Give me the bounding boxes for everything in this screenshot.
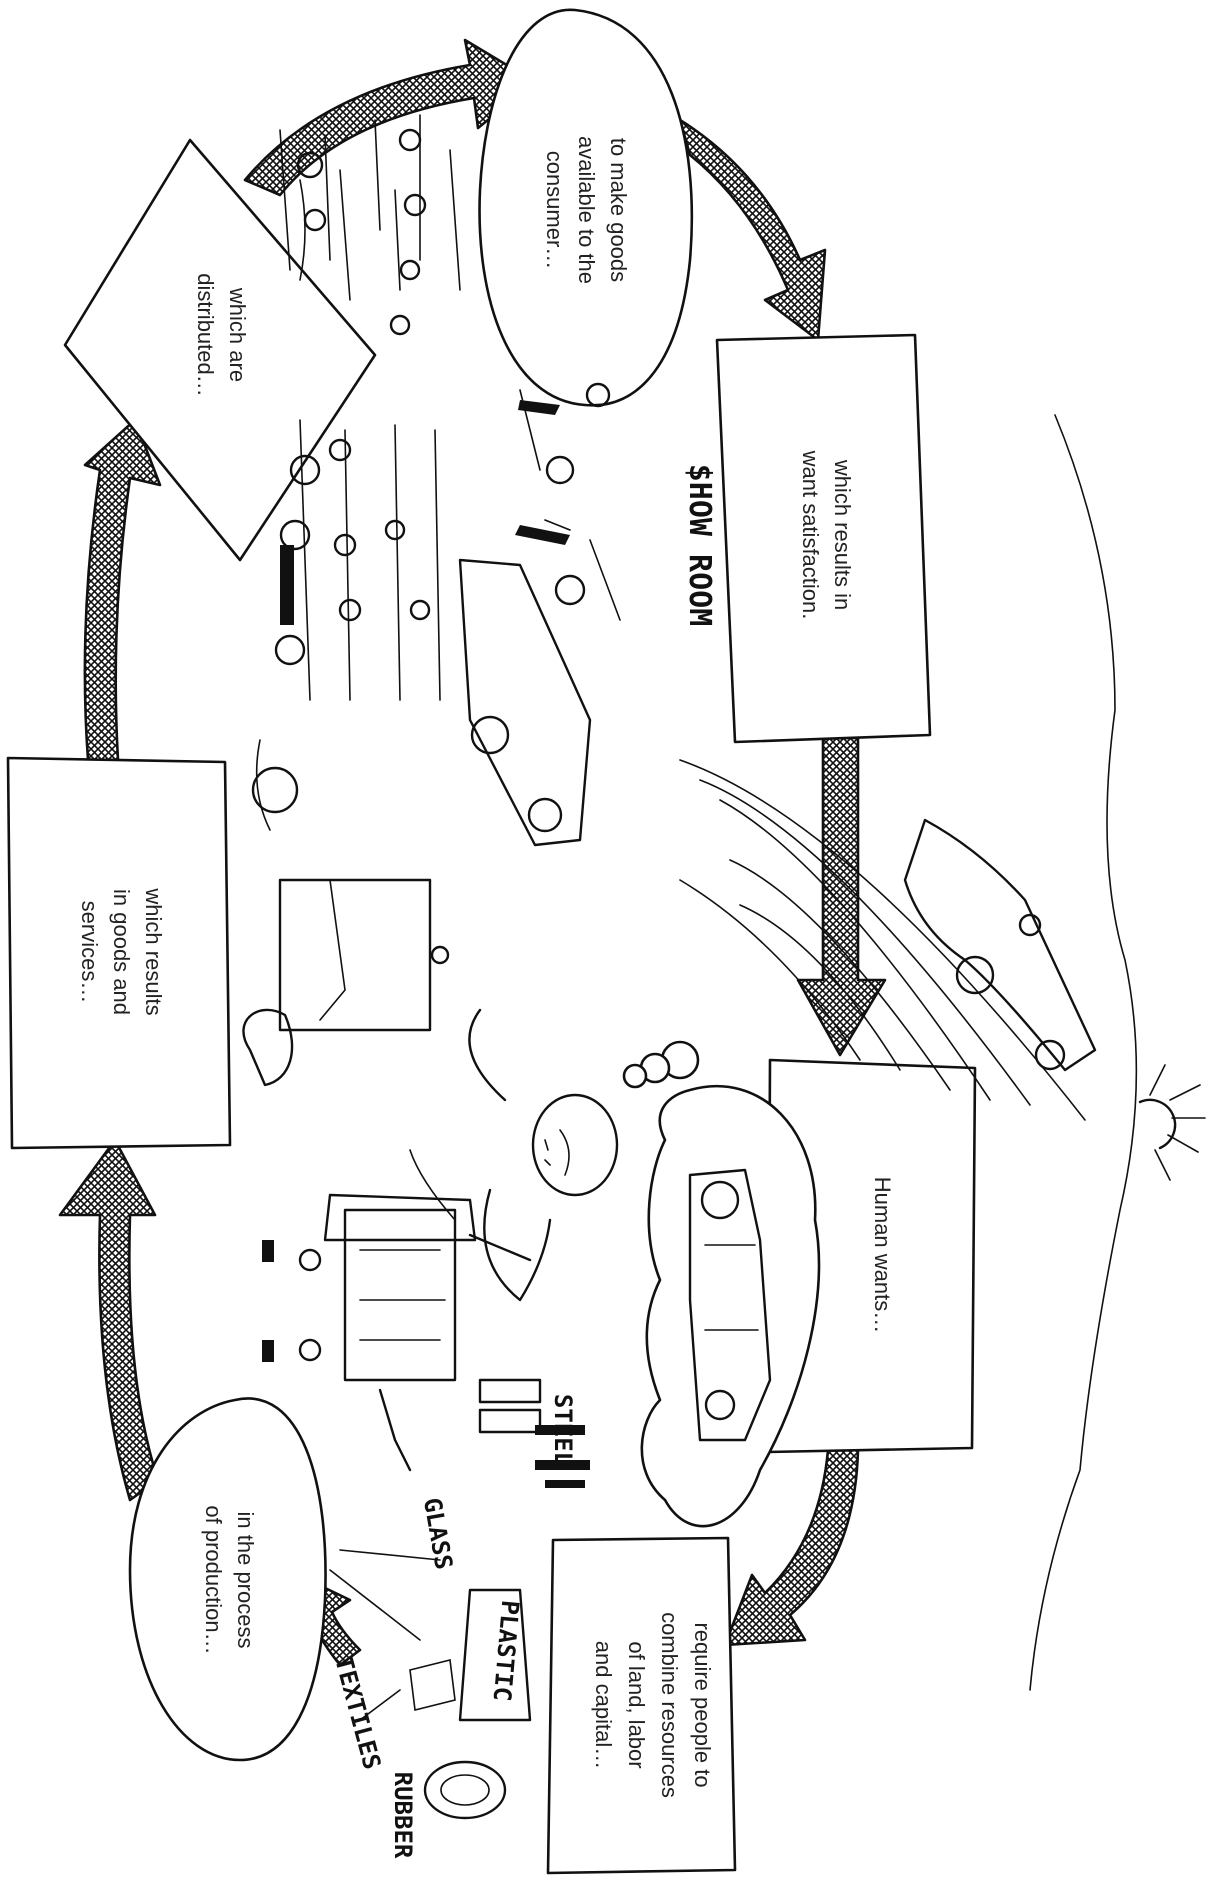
satisfaction-line-2: want satisfaction. <box>798 450 823 620</box>
require-resources-box <box>546 1536 737 1875</box>
show-room-label: $HOW ROOM <box>682 464 717 627</box>
production-line-2: of production… <box>201 1505 226 1654</box>
require-line-1: require people to <box>690 1622 715 1787</box>
sun-icon <box>1138 1098 1177 1150</box>
thought-cloud <box>640 1084 821 1528</box>
person-sketch <box>409 1008 619 1302</box>
available-consumer-oval <box>478 8 694 407</box>
showroom-sketch <box>242 114 621 1087</box>
distributed-line-2: distributed… <box>193 273 218 397</box>
thought-bubble-3 <box>622 1063 648 1089</box>
plastic-label: PLASTIC <box>488 1599 525 1702</box>
glass-label-group: GLASS <box>418 1496 458 1572</box>
textiles-label-group: TEXTILES <box>329 1653 386 1772</box>
human-wants-text: Human wants… <box>870 1177 895 1334</box>
human-wants-node: Human wants… <box>870 1177 895 1334</box>
road-scene <box>679 414 1206 1691</box>
require-resources-node: require people to combine resources of l… <box>591 1612 715 1798</box>
rubber-label-group: RUBBER <box>389 1772 417 1859</box>
textiles-label: TEXTILES <box>329 1653 386 1772</box>
distributed-node: which are distributed… <box>193 273 250 397</box>
goods-services-node: which results in goods and services… <box>77 887 166 1015</box>
tire-icon <box>423 1760 507 1820</box>
dream-car-icon <box>688 1168 772 1442</box>
available-line-3: consumer… <box>542 151 567 270</box>
available-line-2: available to the <box>574 136 599 284</box>
steel-label-group: STEEL <box>549 1394 577 1466</box>
rubber-label: RUBBER <box>389 1772 417 1859</box>
require-line-4: and capital… <box>591 1641 616 1769</box>
arrow-available-to-satisfaction <box>678 118 827 342</box>
goods-line-1: which results <box>141 887 166 1015</box>
glass-label: GLASS <box>418 1496 458 1572</box>
goods-services-box <box>6 756 232 1150</box>
require-line-2: combine resources <box>657 1612 682 1798</box>
distributed-diamond <box>63 138 377 562</box>
want-satisfaction-box <box>715 333 932 744</box>
production-line-1: in the process <box>233 1512 258 1649</box>
goods-line-3: services… <box>77 901 102 1004</box>
goods-line-2: in goods and <box>109 889 134 1015</box>
show-room-label-group: $HOW ROOM <box>682 464 717 627</box>
arrow-goods-to-distributed <box>83 418 162 762</box>
production-node: in the process of production… <box>201 1505 258 1654</box>
available-consumer-node: to make goods available to the consumer… <box>542 136 631 284</box>
factory-sketch <box>262 1193 590 1820</box>
available-line-1: to make goods <box>606 138 631 282</box>
distributed-line-1: which are <box>225 287 250 382</box>
arrow-production-to-goods <box>58 1138 160 1502</box>
plastic-label-group: PLASTIC <box>488 1599 525 1702</box>
production-oval <box>128 1397 327 1762</box>
steel-label: STEEL <box>549 1394 577 1466</box>
satisfaction-line-1: which results in <box>830 459 855 610</box>
want-satisfaction-node: which results in want satisfaction. <box>798 450 855 620</box>
require-line-3: of land, labor <box>624 1641 649 1768</box>
arrow-satisfaction-to-wants <box>796 736 887 1057</box>
